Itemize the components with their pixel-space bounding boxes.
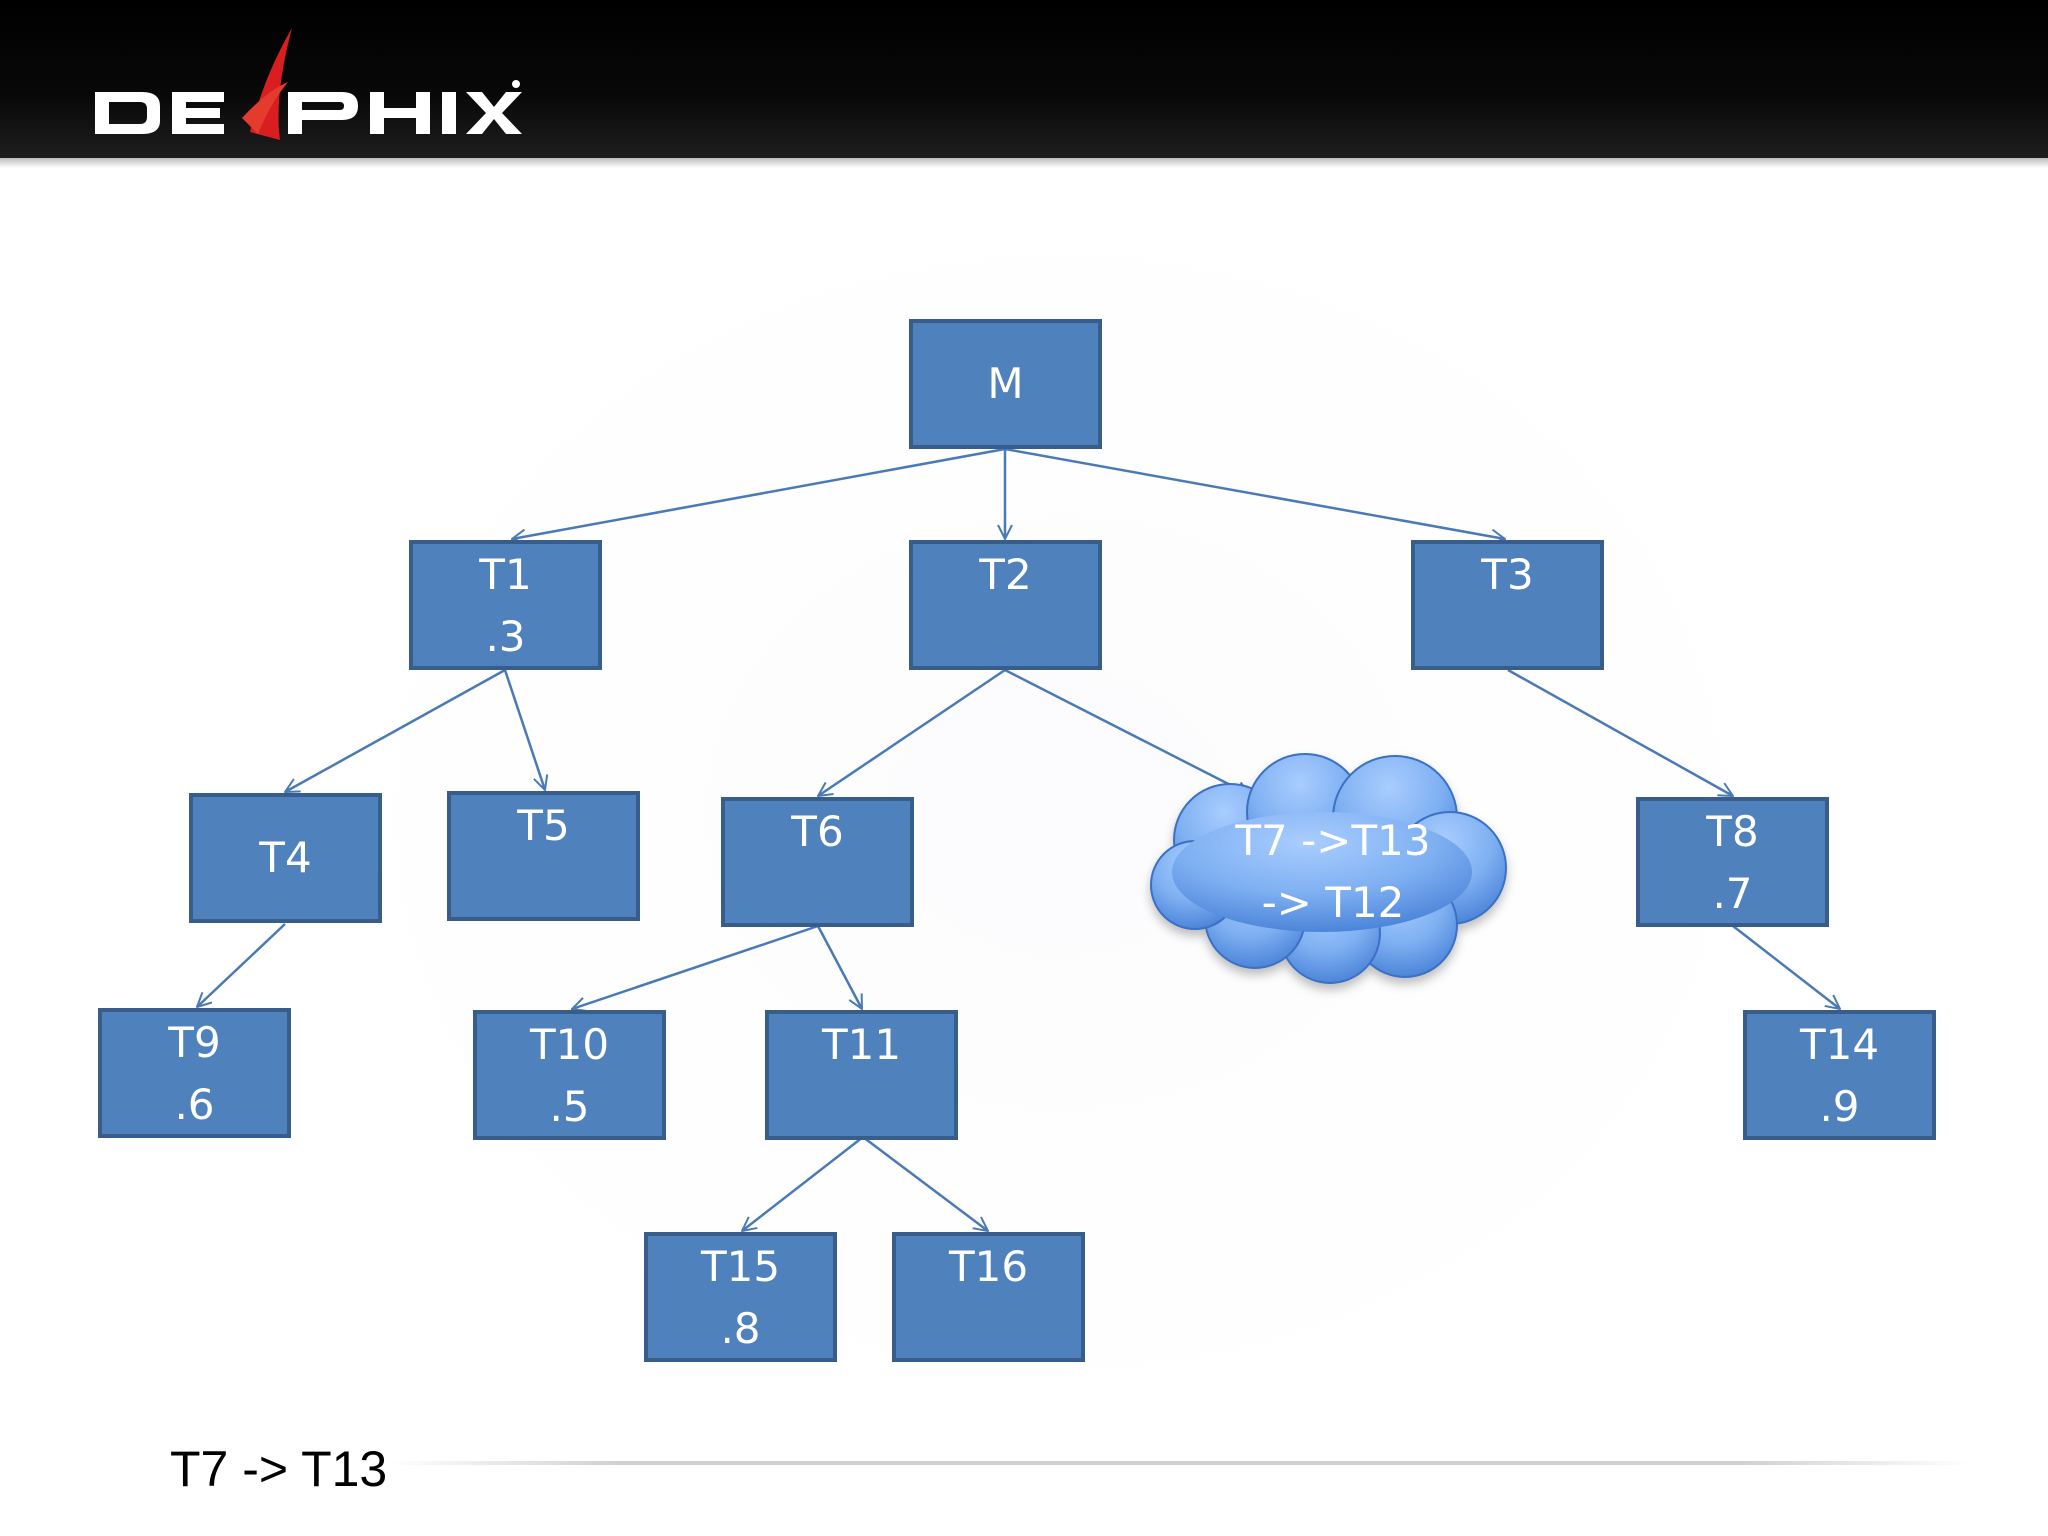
- edge-t11-t16: [862, 1136, 988, 1231]
- node-t3: T3: [1411, 540, 1604, 670]
- node-label: T14: [1799, 1020, 1880, 1069]
- cloud-line-2: -> T12: [1261, 878, 1405, 927]
- edge-t6-t11: [816, 925, 864, 1009]
- header-bar: [0, 0, 2048, 158]
- node-t14: T14 .9: [1743, 1010, 1936, 1140]
- node-t15: T15 .8: [644, 1232, 837, 1362]
- node-value: .6: [174, 1080, 215, 1129]
- edge-t2-cloud: [1004, 668, 1250, 797]
- footer-divider: [390, 1461, 1970, 1465]
- node-label: T10: [529, 1020, 610, 1069]
- node-t9: T9 .6: [98, 1008, 291, 1138]
- node-t8: T8 .7: [1636, 797, 1829, 927]
- node-label: T11: [821, 1020, 902, 1069]
- node-label: T6: [791, 807, 844, 856]
- node-value: .7: [1712, 869, 1753, 918]
- node-label: T16: [948, 1242, 1029, 1291]
- edge-t11-t15: [742, 1136, 864, 1231]
- edge-t3-t8: [1507, 668, 1733, 796]
- footer-text: T7 -> T13: [170, 1441, 388, 1497]
- cloud-label: T7 ->T13 -> T12: [1175, 810, 1491, 934]
- node-t2: T2: [909, 540, 1102, 670]
- node-m: M: [909, 319, 1102, 449]
- edge-m-t3: [1004, 447, 1505, 539]
- edge-t8-t14: [1732, 925, 1840, 1009]
- node-value: .3: [485, 612, 526, 661]
- node-label: T4: [259, 833, 312, 882]
- edge-t1-t5: [503, 669, 545, 790]
- node-t4: T4: [189, 793, 382, 923]
- node-t11: T11: [765, 1010, 958, 1140]
- cloud-shape: [1150, 753, 1507, 984]
- node-value: .5: [549, 1082, 590, 1131]
- edge-m-t1: [512, 447, 1006, 539]
- node-label: T9: [168, 1018, 221, 1067]
- edge-t4-t9: [197, 923, 286, 1007]
- node-label: T5: [517, 801, 570, 850]
- node-value: .9: [1819, 1082, 1860, 1131]
- header-shadow: [0, 158, 2048, 168]
- node-t16: T16: [892, 1232, 1085, 1362]
- node-label: M: [987, 359, 1024, 408]
- cloud-line-1: T7 ->T13: [1235, 816, 1431, 865]
- node-t10: T10 .5: [473, 1010, 666, 1140]
- node-label: T8: [1706, 807, 1759, 856]
- node-label: T1: [479, 550, 532, 599]
- node-label: T2: [979, 550, 1032, 599]
- node-label: T15: [700, 1242, 781, 1291]
- node-label: T3: [1481, 550, 1534, 599]
- node-value: .8: [720, 1304, 761, 1353]
- node-t6: T6: [721, 797, 914, 927]
- edge-t1-t4: [285, 668, 506, 794]
- node-t1: T1 .3: [409, 540, 602, 670]
- edge-t2-t6: [818, 668, 1006, 796]
- node-t5: T5: [447, 791, 640, 921]
- edge-t6-t10: [572, 924, 819, 1009]
- delphix-logo: [95, 28, 522, 140]
